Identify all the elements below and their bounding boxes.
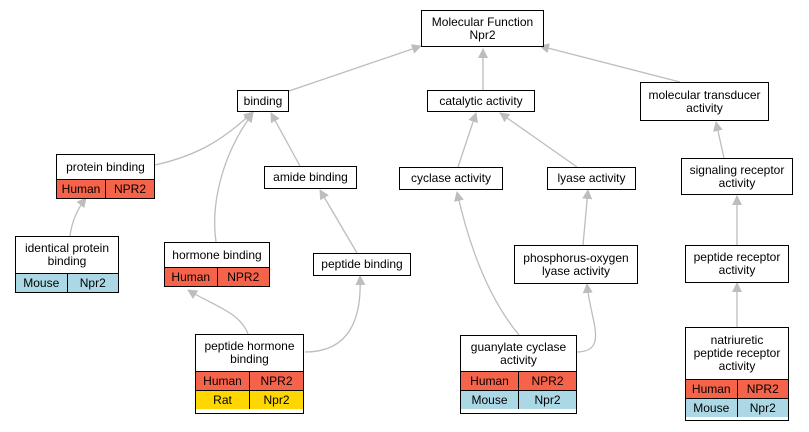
edge-guanylate-to-phosphorus <box>575 283 597 353</box>
node-hormone-binding[interactable]: hormone binding Human NPR2 <box>164 242 270 287</box>
node-peptide-binding[interactable]: peptide binding <box>313 253 411 276</box>
annotation-row: Human NPR2 <box>165 267 269 286</box>
node-molecular-transducer-activity[interactable]: molecular transducer activity <box>640 82 769 121</box>
node-label: catalytic activity <box>439 93 523 108</box>
gene-cell: NPR2 <box>736 380 788 398</box>
species-cell: Mouse <box>16 274 67 292</box>
gene-cell: Npr2 <box>249 391 303 409</box>
gene-cell: NPR2 <box>518 372 576 390</box>
annotation-row: Mouse Npr2 <box>461 390 576 409</box>
annotation-row: Human NPR2 <box>196 371 303 390</box>
species-cell: Human <box>57 180 105 198</box>
node-signaling-receptor-activity[interactable]: signaling receptor activity <box>681 158 793 195</box>
node-natriuretic-peptide-receptor-activity[interactable]: natriuretic peptide receptor activity Hu… <box>685 327 789 421</box>
edge-peptide-binding-to-amide <box>319 189 358 254</box>
species-cell: Mouse <box>686 399 737 417</box>
species-cell: Mouse <box>461 391 518 409</box>
gene-cell: Npr2 <box>736 399 788 417</box>
node-cyclase-activity[interactable]: cyclase activity <box>399 167 503 190</box>
species-cell: Human <box>165 268 217 286</box>
node-label: identical protein binding <box>24 241 110 268</box>
species-cell: Rat <box>196 391 249 409</box>
annotation-row: Human NPR2 <box>461 371 576 390</box>
node-label: hormone binding <box>172 247 262 262</box>
node-catalytic-activity[interactable]: catalytic activity <box>427 90 535 112</box>
node-label: cyclase activity <box>410 171 492 185</box>
edge-protein-binding-to-binding <box>154 111 254 166</box>
node-protein-binding[interactable]: protein binding Human NPR2 <box>56 154 155 199</box>
edge-peptide-hormone-to-hormone <box>187 289 249 335</box>
node-label: guanylate cyclase activity <box>470 339 567 367</box>
gene-cell: NPR2 <box>105 180 154 198</box>
edge-guanylate-to-cyclase <box>454 191 520 336</box>
gene-cell: NPR2 <box>216 268 269 286</box>
species-cell: Human <box>196 372 249 390</box>
edge-identical-to-protein-binding <box>69 197 87 237</box>
edge-phosphorus-to-lyase <box>582 189 593 246</box>
species-cell: Human <box>686 380 737 398</box>
node-label: peptide binding <box>321 257 403 271</box>
edge-amide-to-binding <box>270 112 301 167</box>
node-label: signaling receptor activity <box>689 162 785 190</box>
node-label: Molecular Function Npr2 <box>431 14 534 42</box>
node-phosphorus-oxygen-lyase-activity[interactable]: phosphorus-oxygen lyase activity <box>514 245 638 284</box>
node-label: natriuretic peptide receptor activity <box>693 333 781 373</box>
node-label: protein binding <box>66 159 145 174</box>
node-molecular-function[interactable]: Molecular Function Npr2 <box>421 10 544 47</box>
edge-signaling-to-transducer <box>713 121 725 159</box>
node-guanylate-cyclase-activity[interactable]: guanylate cyclase activity Human NPR2 Mo… <box>460 335 577 414</box>
node-label: molecular transducer activity <box>648 87 761 115</box>
gene-cell: Npr2 <box>518 391 576 409</box>
node-amide-binding[interactable]: amide binding <box>264 166 357 189</box>
node-label: lyase activity <box>557 171 626 185</box>
gene-cell: Npr2 <box>66 274 118 292</box>
node-label: peptide receptor activity <box>693 250 781 277</box>
edge-peptide-hormone-to-peptide-binding <box>304 275 366 353</box>
annotation-row: Rat Npr2 <box>196 390 303 409</box>
edge-hormone-to-binding <box>214 112 254 243</box>
gene-cell: NPR2 <box>249 372 303 390</box>
edge-lyase-to-catalytic <box>499 112 578 168</box>
node-identical-protein-binding[interactable]: identical protein binding Mouse Npr2 <box>15 236 119 293</box>
node-peptide-receptor-activity[interactable]: peptide receptor activity <box>685 245 789 283</box>
edge-cyclase-to-catalytic <box>457 112 478 168</box>
edge-binding-to-root <box>288 44 422 92</box>
annotation-row: Human NPR2 <box>57 179 154 198</box>
node-binding[interactable]: binding <box>237 90 289 112</box>
annotation-row: Mouse Npr2 <box>686 398 788 417</box>
annotation-row: Mouse Npr2 <box>16 273 118 292</box>
species-cell: Human <box>461 372 518 390</box>
node-lyase-activity[interactable]: lyase activity <box>547 167 636 190</box>
node-label: peptide hormone binding <box>204 339 295 366</box>
node-peptide-hormone-binding[interactable]: peptide hormone binding Human NPR2 Rat N… <box>195 334 304 414</box>
node-label: phosphorus-oxygen lyase activity <box>523 250 629 278</box>
node-label: amide binding <box>273 170 348 184</box>
annotation-row: Human NPR2 <box>686 379 788 398</box>
node-label: binding <box>243 93 283 108</box>
edge-transducer-to-root <box>539 43 681 83</box>
